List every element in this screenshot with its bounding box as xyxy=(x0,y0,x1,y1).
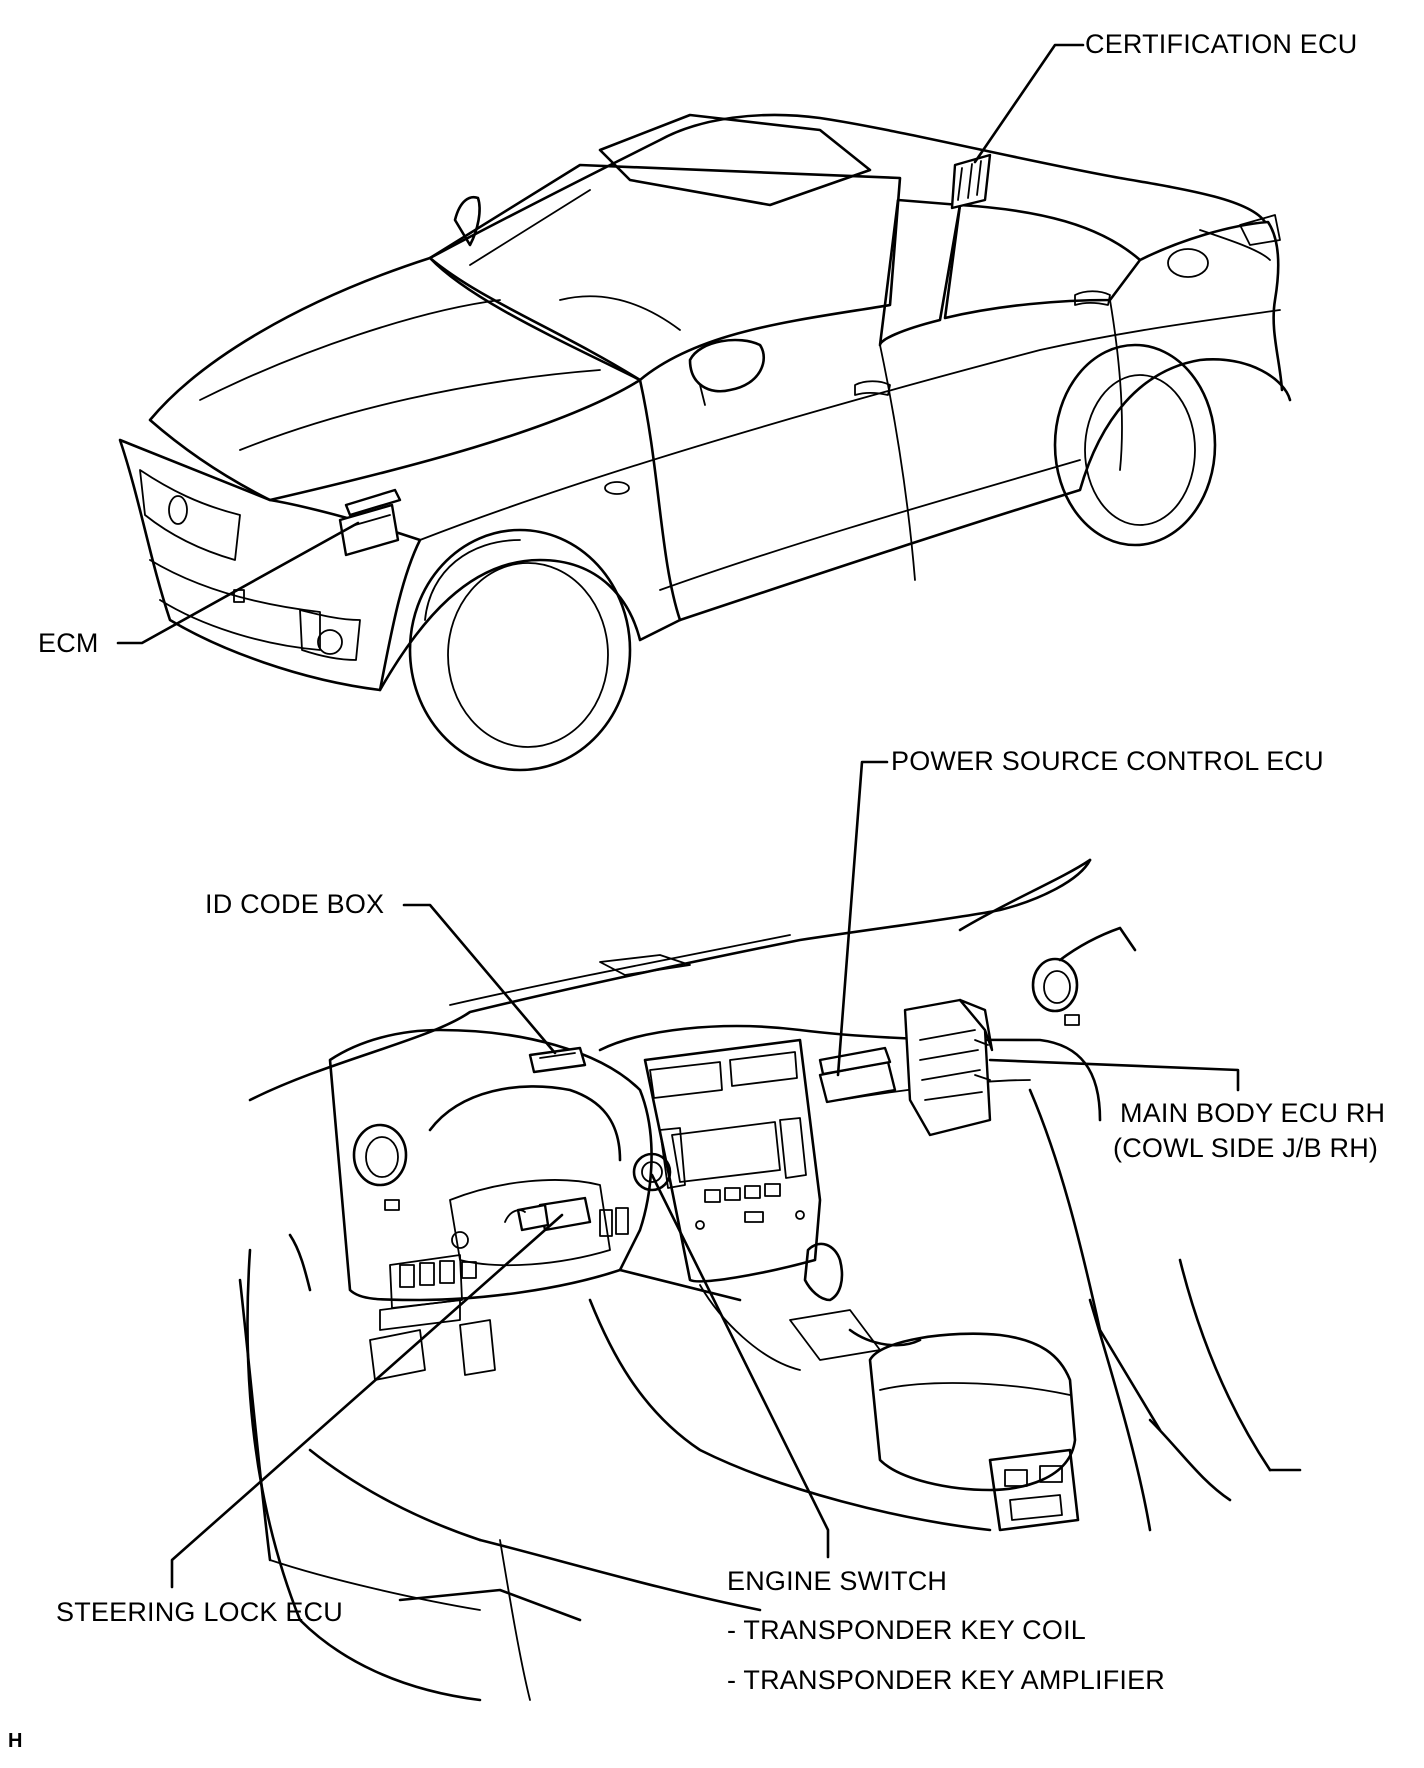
rear-wheel xyxy=(1053,343,1217,547)
certification-ecu-leader-line xyxy=(973,43,1085,164)
car-side xyxy=(378,358,1292,692)
car-sunroof xyxy=(598,113,872,207)
ecm-leader-line xyxy=(116,521,360,645)
power-source-control-ecu-label: POWER SOURCE CONTROL ECU xyxy=(891,746,1324,776)
center-console xyxy=(868,1332,1077,1492)
car-front-bumper xyxy=(118,438,422,692)
dash-face xyxy=(328,1028,653,1302)
dashboard-illustration xyxy=(238,858,1302,1702)
ecm-part xyxy=(338,488,402,557)
car-roof xyxy=(428,113,1267,260)
main-body-ecu-label-line1: MAIN BODY ECU RH xyxy=(1120,1098,1386,1128)
corner-mark: H xyxy=(8,1730,23,1752)
certification-ecu-part xyxy=(950,153,992,210)
dash-top xyxy=(248,858,1092,1102)
main-body-ecu-label-line2: (COWL SIDE J/B RH) xyxy=(1113,1133,1379,1163)
steering-lock-ecu-label: STEERING LOCK ECU xyxy=(56,1597,343,1627)
certification-ecu-label: CERTIFICATION ECU xyxy=(1085,29,1358,59)
main-body-ecu-part xyxy=(903,998,994,1137)
transponder-key-coil-label: - TRANSPONDER KEY COIL xyxy=(727,1615,1086,1645)
front-wheel xyxy=(408,528,632,772)
id-code-box-part xyxy=(528,1046,587,1074)
ecm-label: ECM xyxy=(38,628,99,658)
main-body-ecu-leader-line xyxy=(988,1058,1240,1092)
car-rear-window xyxy=(943,203,1142,320)
engine-switch-leader-line xyxy=(650,1173,830,1559)
id-code-box-label: ID CODE BOX xyxy=(205,889,385,919)
power-source-control-ecu-leader-line xyxy=(836,760,889,1077)
id-code-box-leader-line xyxy=(402,903,557,1055)
car-windshield xyxy=(428,163,902,382)
transponder-key-amplifier-label: - TRANSPONDER KEY AMPLIFIER xyxy=(727,1665,1166,1695)
car-illustration xyxy=(118,113,1292,772)
car-hood xyxy=(148,256,642,502)
engine-switch-label: ENGINE SWITCH xyxy=(727,1566,948,1596)
steering-lock-ecu-part xyxy=(504,1196,592,1232)
steering-lock-ecu-leader-line xyxy=(170,1213,564,1589)
center-stack xyxy=(643,1038,822,1283)
